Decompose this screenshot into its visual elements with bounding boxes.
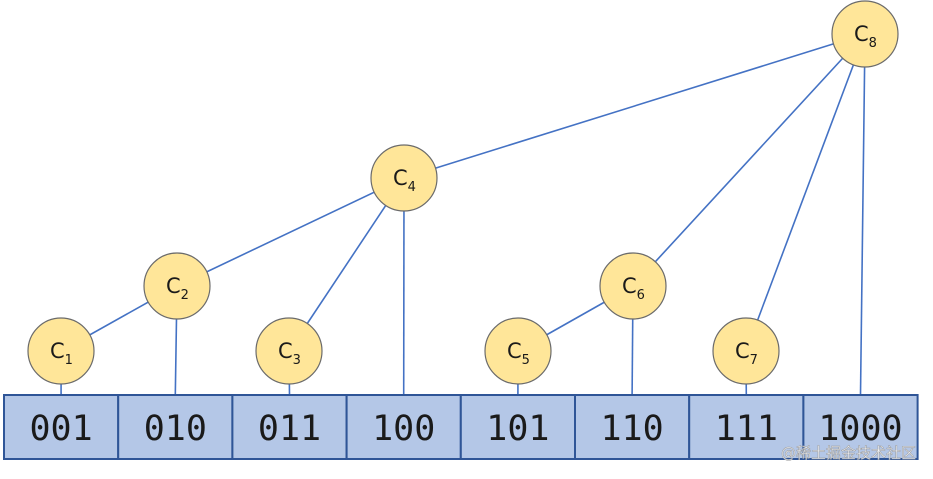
tree-node-c8: C8 (831, 0, 899, 68)
node-label-base: C (393, 166, 408, 190)
node-label-base: C (507, 339, 522, 363)
array-cell: 101 (459, 394, 576, 460)
edge-c4-c8 (403, 33, 866, 179)
node-circle (599, 252, 667, 320)
array-cell-label: 1000 (818, 409, 902, 449)
array-cell: 010 (117, 394, 234, 460)
tree-node-c2: C2 (143, 252, 211, 320)
node-label-subscript: 3 (293, 353, 301, 368)
node-label: C2 (166, 274, 189, 303)
tree-node-c5: C5 (484, 317, 552, 385)
node-label-base: C (854, 22, 869, 46)
node-label: C6 (622, 274, 645, 303)
node-label-subscript: 6 (637, 288, 645, 303)
tree-node-c7: C7 (712, 317, 780, 385)
node-label: C4 (393, 166, 416, 195)
node-circle (370, 144, 438, 212)
array-cell: 111 (688, 394, 805, 460)
edge-c7-c8 (745, 33, 866, 352)
node-label: C1 (50, 339, 73, 368)
edge-c3-c4 (288, 177, 405, 352)
node-label: C7 (735, 339, 758, 368)
node-label-subscript: 4 (408, 180, 416, 195)
array-cell-label: 001 (29, 409, 92, 449)
node-label-subscript: 5 (522, 353, 530, 368)
array-cell-box (3, 394, 120, 460)
node-label-subscript: 1 (65, 353, 73, 368)
array-cell-label: 010 (144, 409, 207, 449)
array-cell-label: 011 (258, 409, 321, 449)
node-label: C5 (507, 339, 530, 368)
array-cell-label: 111 (715, 409, 778, 449)
node-label-subscript: 8 (869, 36, 877, 51)
tree-node-c3: C3 (255, 317, 323, 385)
edge-c6-c8 (632, 33, 866, 287)
array-cell-box (117, 394, 234, 460)
array-cell-box (459, 394, 576, 460)
array-cell: 001 (3, 394, 120, 460)
node-label-base: C (278, 339, 293, 363)
node-label: C8 (854, 22, 877, 51)
node-label-base: C (166, 274, 181, 298)
array-cell: 1000 (802, 394, 919, 460)
array-cell-box (345, 394, 462, 460)
node-circle (143, 252, 211, 320)
array-cell-box (802, 394, 919, 460)
array-cell-box (688, 394, 805, 460)
tree-node-c4: C4 (370, 144, 438, 212)
node-label-base: C (50, 339, 65, 363)
edge-c2-c4 (176, 177, 405, 287)
tree-node-c1: C1 (27, 317, 95, 385)
connector-c8-to-cell (859, 33, 866, 396)
array-cell-box (574, 394, 691, 460)
node-label-base: C (735, 339, 750, 363)
node-label: C3 (278, 339, 301, 368)
node-circle (255, 317, 323, 385)
watermark-text: @稀土掘金技术社区 (781, 444, 916, 462)
array-cells: 001 010 011 100 101 110 111 1000 (3, 394, 919, 460)
node-circle (712, 317, 780, 385)
array-cell-label: 110 (600, 409, 663, 449)
node-label-subscript: 2 (181, 288, 189, 303)
array-cell: 110 (574, 394, 691, 460)
array-cell-box (231, 394, 348, 460)
array-cell-label: 101 (486, 409, 549, 449)
array-cell: 100 (345, 394, 462, 460)
node-circle (27, 317, 95, 385)
array-cell: 011 (231, 394, 348, 460)
tree-node-c6: C6 (599, 252, 667, 320)
node-label-subscript: 7 (750, 353, 758, 368)
node-circle (831, 0, 899, 68)
node-circle (484, 317, 552, 385)
node-label-base: C (622, 274, 637, 298)
array-cell-label: 100 (372, 409, 435, 449)
